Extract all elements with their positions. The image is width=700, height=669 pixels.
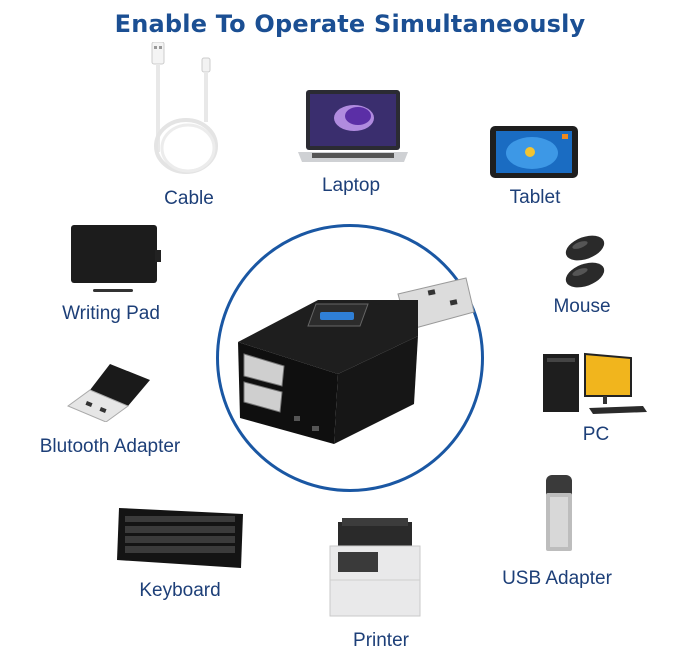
device-label-printer: Printer [353,630,409,651]
device-label-laptop: Laptop [321,175,381,196]
device-label-usb-adapter: USB Adapter [502,568,612,589]
pc-icon [543,352,647,414]
printer-icon [329,518,421,617]
device-label-keyboard: Keyboard [139,580,221,601]
writing-pad-icon [71,225,161,292]
usb-adapter-icon [546,475,572,551]
device-label-cable: Cable [164,188,214,209]
laptop-icon [298,90,408,162]
device-label-writing-pad: Writing Pad [62,303,160,324]
mouse-icon [565,235,605,288]
tablet-icon [490,126,578,178]
usb-hub-icon [238,277,475,444]
device-label-pc: PC [582,424,610,445]
page-title: Enable To Operate Simultaneously [114,10,586,38]
bluetooth-adapter-icon [66,364,150,422]
keyboard-icon [117,508,243,568]
device-label-bluetooth-adapter: Blutooth Adapter [39,436,181,457]
cable-icon [151,42,218,174]
device-label-tablet: Tablet [509,187,561,208]
device-label-mouse: Mouse [553,296,611,317]
